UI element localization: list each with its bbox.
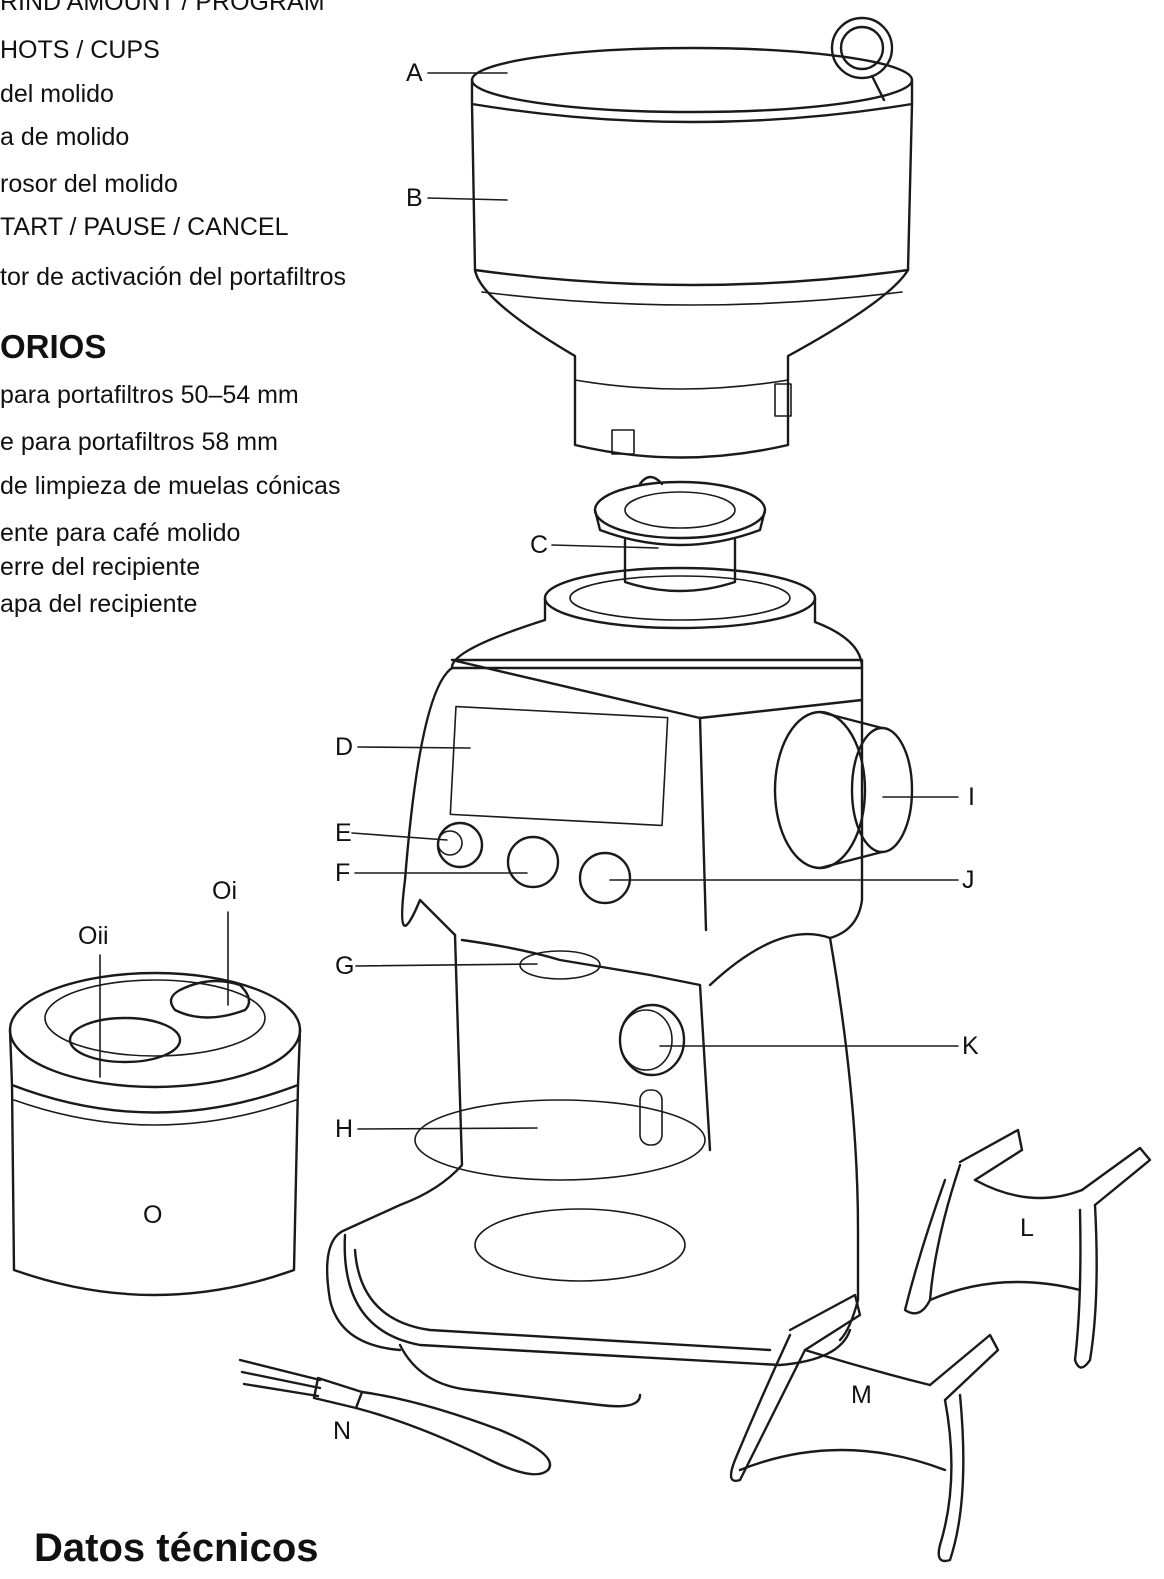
part-label-oi: Oi [212,877,237,905]
control-item-grosor-molido: rosor del molido [0,170,178,198]
part-label-b: B [406,184,423,212]
accessory-item: apa del recipiente [0,590,198,618]
bean-hopper-drawing [470,16,914,459]
section-heading-datos-tecnicos: Datos técnicos [34,1526,319,1570]
accessories-heading: ORIOS [0,328,107,365]
control-item-tipo-molido: del molido [0,80,114,108]
control-item-start-pause-cancel: TART / PAUSE / CANCEL [0,213,289,241]
part-label-d: D [335,733,354,761]
part-label-f: F [335,859,351,887]
accessory-item: ente para café molido [0,519,241,547]
part-label-g: G [335,952,355,980]
leader-lines [99,72,959,1130]
accessory-item: e para portafiltros 58 mm [0,428,278,456]
burr-drawing [593,475,767,593]
part-label-oii: Oii [78,922,109,950]
portafilter-cradle-l-drawing [903,1128,1152,1369]
part-label-n: N [333,1417,352,1445]
part-label-e: E [335,819,352,847]
part-label-h: H [335,1115,354,1143]
control-item-shots-cups: HOTS / CUPS [0,36,160,64]
accessory-item: erre del recipiente [0,553,201,581]
part-label-i: I [968,783,975,811]
part-label-o: O [143,1201,163,1229]
part-label-k: K [962,1032,979,1060]
control-item-grind-amount: RIND AMOUNT / PROGRAM [0,0,325,16]
grinder-body-drawing [325,566,914,1408]
cleaning-brush-drawing [238,1358,551,1476]
accessory-item: de limpieza de muelas cónicas [0,472,341,500]
part-label-c: C [530,531,549,559]
accessory-item: para portafiltros 50–54 mm [0,381,299,409]
part-label-m: M [851,1381,872,1409]
container-drawing [8,971,302,1297]
part-label-l: L [1020,1214,1034,1242]
part-label-a: A [406,59,423,87]
control-item-cantidad-molido: a de molido [0,123,130,151]
control-item-activacion-portafiltros: tor de activación del portafiltros [0,263,347,291]
portafilter-cradle-m-drawing [729,1293,1000,1563]
part-label-j: J [962,866,975,894]
